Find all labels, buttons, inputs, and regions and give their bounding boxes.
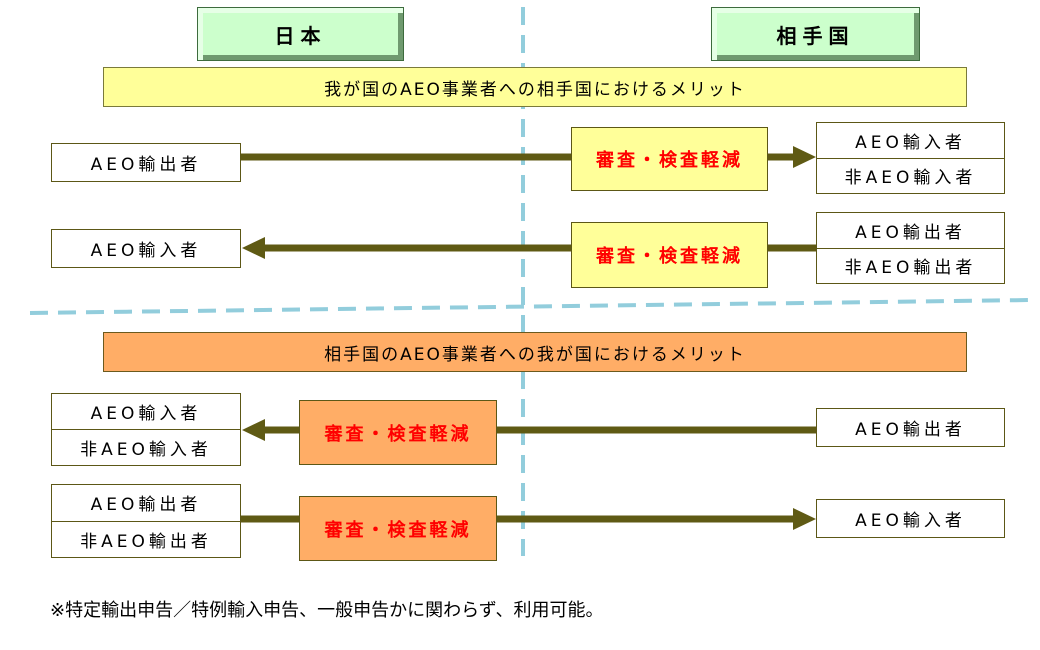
party-box-japan-row-3: AEO輸入者 非AEO輸入者 bbox=[51, 393, 241, 466]
party-label: AEO輸入者 bbox=[855, 132, 966, 153]
country-header-partner: 相手国 bbox=[711, 7, 920, 61]
party-label: AEO輸出者 bbox=[90, 155, 202, 175]
party-label: 非AEO輸出者 bbox=[52, 520, 240, 558]
party-label: 非AEO輸出者 bbox=[817, 247, 1004, 284]
arrow-head-right-row-1 bbox=[793, 146, 816, 168]
party-box-japan-row-1: AEO輸出者 bbox=[51, 143, 241, 182]
party-label: 非AEO輸入者 bbox=[817, 157, 1004, 194]
arrow-head-left-row-3 bbox=[242, 419, 265, 441]
party-label: AEO輸出者 bbox=[855, 222, 966, 243]
banner-benefits-in-japan: 相手国のAEO事業者への我が国におけるメリット bbox=[103, 332, 967, 372]
banner-benefits-abroad: 我が国のAEO事業者への相手国におけるメリット bbox=[103, 67, 967, 107]
review-reduction-box-row-2: 審査・検査軽減 bbox=[571, 222, 768, 288]
party-box-partner-row-4: AEO輸入者 bbox=[816, 499, 1005, 538]
party-label: AEO輸入者 bbox=[90, 241, 202, 261]
arrow-head-right-row-4 bbox=[793, 508, 816, 530]
party-label: AEO輸入者 bbox=[90, 404, 202, 424]
party-box-partner-row-3: AEO輸出者 bbox=[816, 408, 1005, 447]
party-box-partner-row-2: AEO輸出者 非AEO輸出者 bbox=[816, 212, 1005, 284]
country-header-japan: 日本 bbox=[197, 7, 404, 61]
party-box-japan-row-4: AEO輸出者 非AEO輸出者 bbox=[51, 484, 241, 558]
horizontal-section-divider bbox=[29, 298, 1033, 315]
review-reduction-box-row-4: 審査・検査軽減 bbox=[299, 496, 497, 561]
party-box-partner-row-1: AEO輸入者 非AEO輸入者 bbox=[816, 122, 1005, 194]
party-label: AEO輸入者 bbox=[855, 511, 966, 531]
review-reduction-box-row-1: 審査・検査軽減 bbox=[571, 127, 768, 191]
arrow-head-left-row-2 bbox=[242, 237, 265, 259]
party-box-japan-row-2: AEO輸入者 bbox=[51, 229, 241, 268]
footnote: ※特定輸出申告／特例輸入申告、一般申告かに関わらず、利用可能。 bbox=[50, 600, 604, 621]
party-label: AEO輸出者 bbox=[855, 420, 966, 440]
party-label: AEO輸出者 bbox=[90, 495, 202, 516]
party-label: 非AEO輸入者 bbox=[52, 429, 240, 465]
review-reduction-box-row-3: 審査・検査軽減 bbox=[299, 400, 497, 465]
